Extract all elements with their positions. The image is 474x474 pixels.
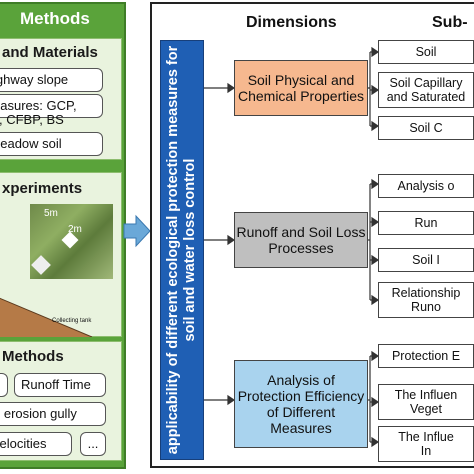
material-item: P, CFBP, BS [0,112,64,127]
sub-dimension-box: The Influen Veget [378,384,474,420]
slope-svg [0,297,93,337]
flow-arrow [123,214,151,248]
dimension-runoff-soil-loss: Runoff and Soil Loss Processes [234,212,368,268]
vertical-label-band: applicability of different ecological pr… [160,40,204,460]
sub-dimension-box: Protection E [378,344,474,368]
sub-dimensions-heading: Sub- [432,14,468,31]
methods-section-title: Methods [2,348,64,365]
collecting-tank-label: Collecting tank [52,318,92,324]
method-item: velocities [0,432,72,456]
experiments-title: xperiments [2,180,83,197]
photo-label: 2m [68,224,82,235]
dimension-protection-efficiency: Analysis of Protection Efficiency of Dif… [234,360,368,448]
materials-title: and Materials [2,44,98,61]
material-item: neadow soil [0,132,103,156]
dimensions-heading: Dimensions [246,14,337,31]
sub-dimension-box: The Influe In [378,426,474,462]
method-item: Runoff Time [14,373,106,397]
material-item: easures: GCP, [0,94,103,118]
marker-shape [31,255,51,275]
photo-label: 5m [44,208,58,219]
connector-lines [204,46,380,448]
arrow-shape [123,214,151,248]
sub-dimension-box: Soil [378,40,474,64]
vertical-label: applicability of different ecological pr… [165,45,198,455]
sub-dimension-box: Run [378,211,474,235]
method-item: ... [80,432,106,456]
slope-shape [0,298,92,337]
dimension-soil-properties: Soil Physical and Chemical Properties [234,60,368,116]
slope-diagram: Collecting tank [0,282,122,337]
sub-dimension-box: Soil Capillary and Saturated [378,72,474,108]
sub-dimension-box: Analysis o [378,174,474,198]
sub-dimension-box: Relationship Runo [378,282,474,318]
field-photo: 5m 2m [30,204,113,279]
sub-dimension-box: Soil I [378,248,474,272]
sub-dimension-box: Soil C [378,116,474,140]
method-item [0,373,8,397]
slope-line [0,297,93,337]
methods-title: Methods [20,9,90,28]
method-item: e erosion gully [0,402,106,426]
material-item: ighway slope [0,68,103,92]
